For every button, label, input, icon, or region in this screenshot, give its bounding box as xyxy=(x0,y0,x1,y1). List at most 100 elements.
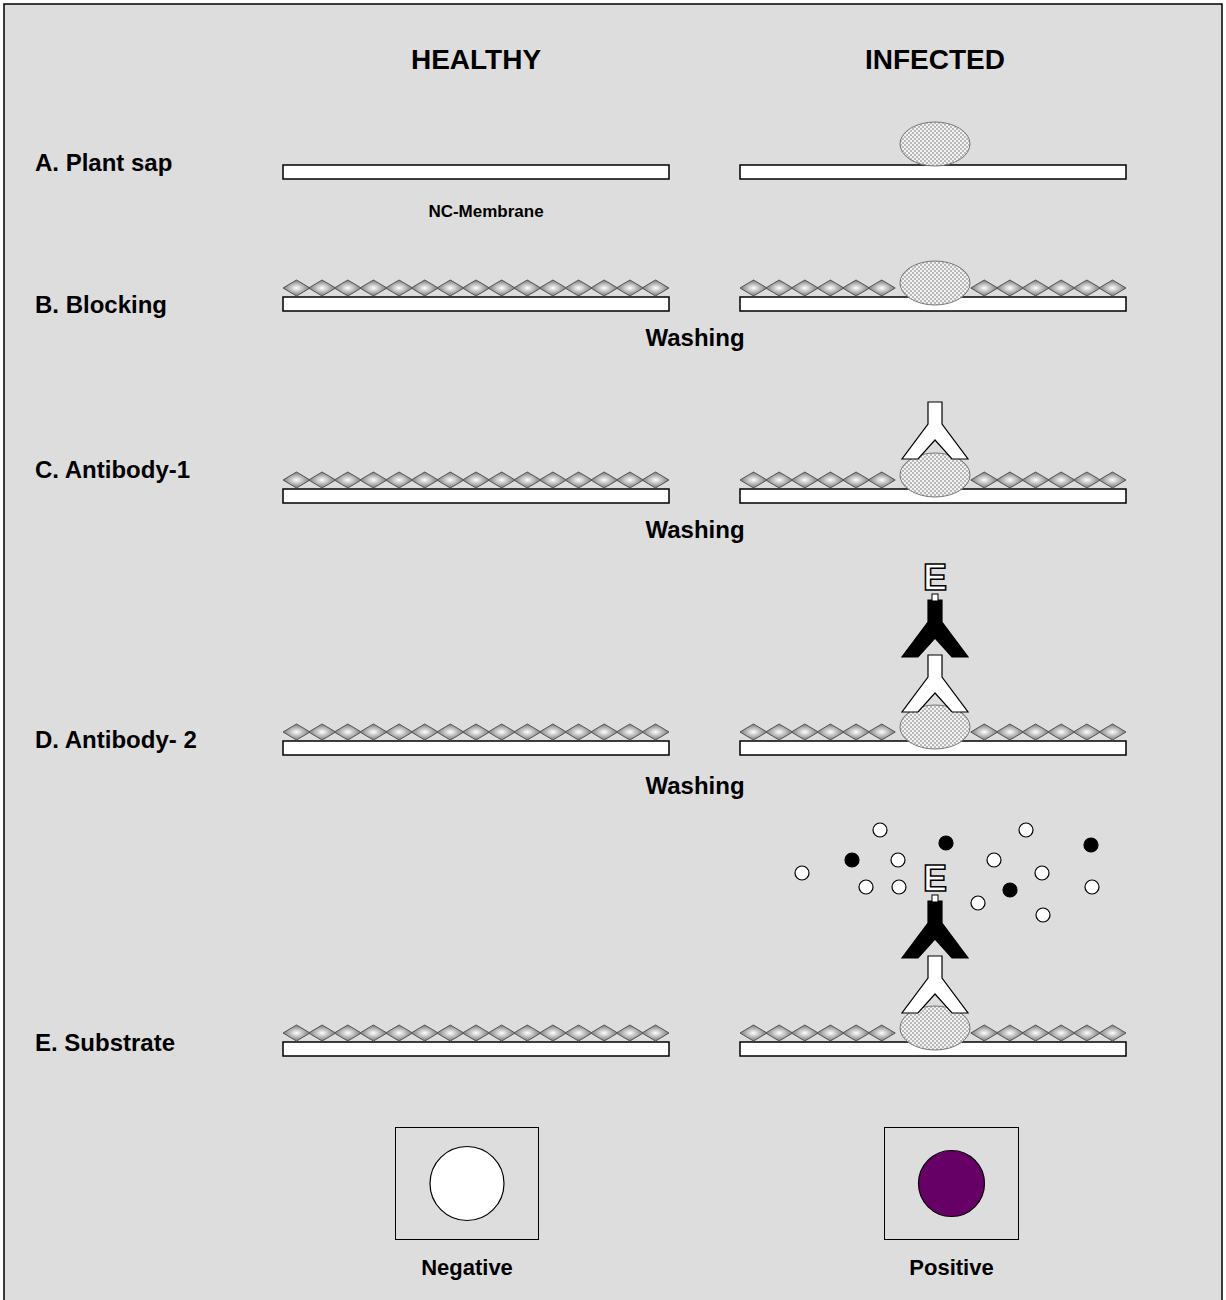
substrate-molecule xyxy=(873,823,887,837)
blocking-protein xyxy=(386,280,413,296)
blocking-protein xyxy=(868,280,895,296)
blocking-protein xyxy=(1099,472,1126,488)
blocking-protein xyxy=(996,280,1023,296)
blocking-protein xyxy=(539,280,566,296)
blocking-protein xyxy=(539,472,566,488)
blocking-protein xyxy=(740,280,767,296)
blocking-protein xyxy=(283,724,310,740)
blocking-protein xyxy=(411,472,438,488)
substrate-molecule xyxy=(1036,908,1050,922)
blocking-protein xyxy=(411,280,438,296)
blocking-protein xyxy=(868,724,895,740)
blocking-protein xyxy=(843,280,870,296)
wash-label: Washing xyxy=(645,324,744,352)
blocking-protein xyxy=(514,280,541,296)
blocking-protein xyxy=(1073,724,1100,740)
blocking-protein xyxy=(309,280,336,296)
blocking-protein xyxy=(868,1025,895,1041)
blocking-protein xyxy=(565,1025,592,1041)
blocking-protein xyxy=(386,472,413,488)
result-box: Negative xyxy=(395,1127,539,1240)
blocking-protein xyxy=(1048,1025,1075,1041)
blocking-protein xyxy=(791,472,818,488)
column-heading: INFECTED xyxy=(865,44,1005,76)
result-label: Negative xyxy=(421,1255,513,1281)
blocking-protein xyxy=(463,280,490,296)
blocking-protein xyxy=(386,1025,413,1041)
enzyme-label: E xyxy=(923,858,947,899)
blocking-protein xyxy=(843,1025,870,1041)
blocking-protein xyxy=(565,472,592,488)
result-box: Positive xyxy=(884,1127,1019,1240)
blocking-protein xyxy=(539,1025,566,1041)
substrate-molecule xyxy=(1085,880,1099,894)
converted-substrate xyxy=(1084,838,1098,852)
converted-substrate xyxy=(845,853,859,867)
blocking-protein xyxy=(766,1025,793,1041)
blocking-protein xyxy=(616,472,643,488)
blocking-protein xyxy=(488,280,515,296)
substrate-molecule xyxy=(1035,866,1049,880)
blocking-protein xyxy=(971,280,998,296)
blocking-protein xyxy=(642,280,669,296)
result-spot-layer xyxy=(396,1128,540,1241)
blocking-protein xyxy=(488,724,515,740)
blocking-protein xyxy=(514,1025,541,1041)
blocking-protein xyxy=(283,472,310,488)
blocking-protein xyxy=(309,472,336,488)
result-label: Positive xyxy=(909,1255,993,1281)
blocking-protein xyxy=(334,472,361,488)
blocking-protein xyxy=(642,472,669,488)
blocking-protein xyxy=(437,280,464,296)
step-label: D. Antibody- 2 xyxy=(35,726,197,754)
substrate-molecule xyxy=(987,853,1001,867)
blocking-protein xyxy=(817,1025,844,1041)
blocking-protein xyxy=(817,472,844,488)
blocking-protein xyxy=(616,724,643,740)
blocking-protein xyxy=(843,472,870,488)
step-label: E. Substrate xyxy=(35,1029,175,1057)
result-spot-layer xyxy=(885,1128,1020,1241)
blocking-protein xyxy=(565,280,592,296)
blocking-protein xyxy=(791,280,818,296)
blocking-protein xyxy=(1099,1025,1126,1041)
blocking-protein xyxy=(514,472,541,488)
step-label: B. Blocking xyxy=(35,291,167,319)
blocking-protein xyxy=(463,724,490,740)
converted-substrate xyxy=(939,836,953,850)
blocking-protein xyxy=(1022,1025,1049,1041)
blocking-protein xyxy=(283,280,310,296)
blocking-protein xyxy=(1048,472,1075,488)
blocking-protein xyxy=(437,472,464,488)
blocking-protein xyxy=(514,724,541,740)
blocking-protein xyxy=(334,1025,361,1041)
blocking-protein xyxy=(616,1025,643,1041)
result-spot xyxy=(919,1151,985,1217)
blocking-protein xyxy=(539,724,566,740)
blocking-protein xyxy=(411,1025,438,1041)
blocking-protein xyxy=(360,724,387,740)
substrate-molecule xyxy=(891,853,905,867)
blocking-protein xyxy=(1073,1025,1100,1041)
nc-membrane xyxy=(283,165,669,179)
blocking-protein xyxy=(591,1025,618,1041)
blocking-protein xyxy=(1048,724,1075,740)
blocking-protein xyxy=(791,1025,818,1041)
converted-substrate xyxy=(1003,883,1017,897)
blocking-protein xyxy=(360,280,387,296)
blocking-protein xyxy=(360,472,387,488)
blocking-protein xyxy=(463,472,490,488)
blocking-protein xyxy=(411,724,438,740)
primary-antibody xyxy=(902,655,968,712)
blocking-protein xyxy=(437,724,464,740)
nc-membrane xyxy=(283,489,669,503)
blocking-protein xyxy=(1099,280,1126,296)
wash-label: Washing xyxy=(645,772,744,800)
blocking-protein xyxy=(1073,280,1100,296)
blocking-protein xyxy=(309,1025,336,1041)
blocking-protein xyxy=(334,724,361,740)
blocking-protein xyxy=(1022,280,1049,296)
substrate-molecule xyxy=(892,880,906,894)
